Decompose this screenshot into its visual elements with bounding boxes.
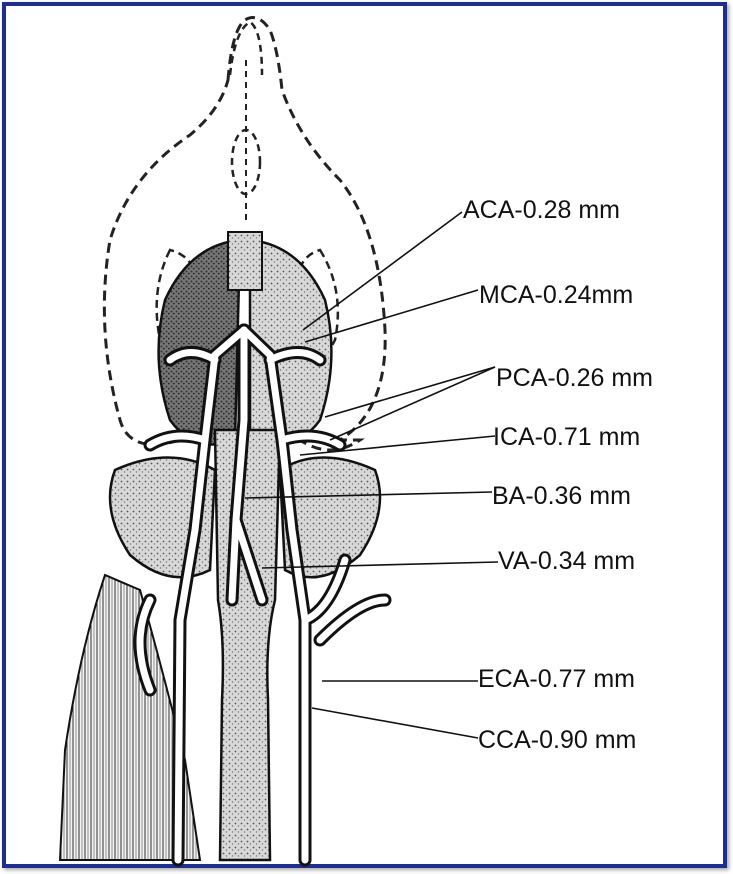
label-aca: ACA-0.28 mm xyxy=(463,198,620,223)
label-eca: ECA-0.77 mm xyxy=(478,667,635,692)
label-cca: CCA-0.90 mm xyxy=(478,728,636,753)
label-mca: MCA-0.24mm xyxy=(479,283,633,308)
label-va: VA-0.34 mm xyxy=(498,549,635,574)
label-ba: BA-0.36 mm xyxy=(492,484,631,509)
label-pca: PCA-0.26 mm xyxy=(496,366,653,391)
label-ica: ICA-0.71 mm xyxy=(493,425,640,450)
brainstem xyxy=(215,430,280,860)
leader-pca xyxy=(325,367,495,417)
olfactory-outline xyxy=(230,22,262,75)
leader-mca xyxy=(305,290,478,342)
leader-cca xyxy=(312,708,478,738)
